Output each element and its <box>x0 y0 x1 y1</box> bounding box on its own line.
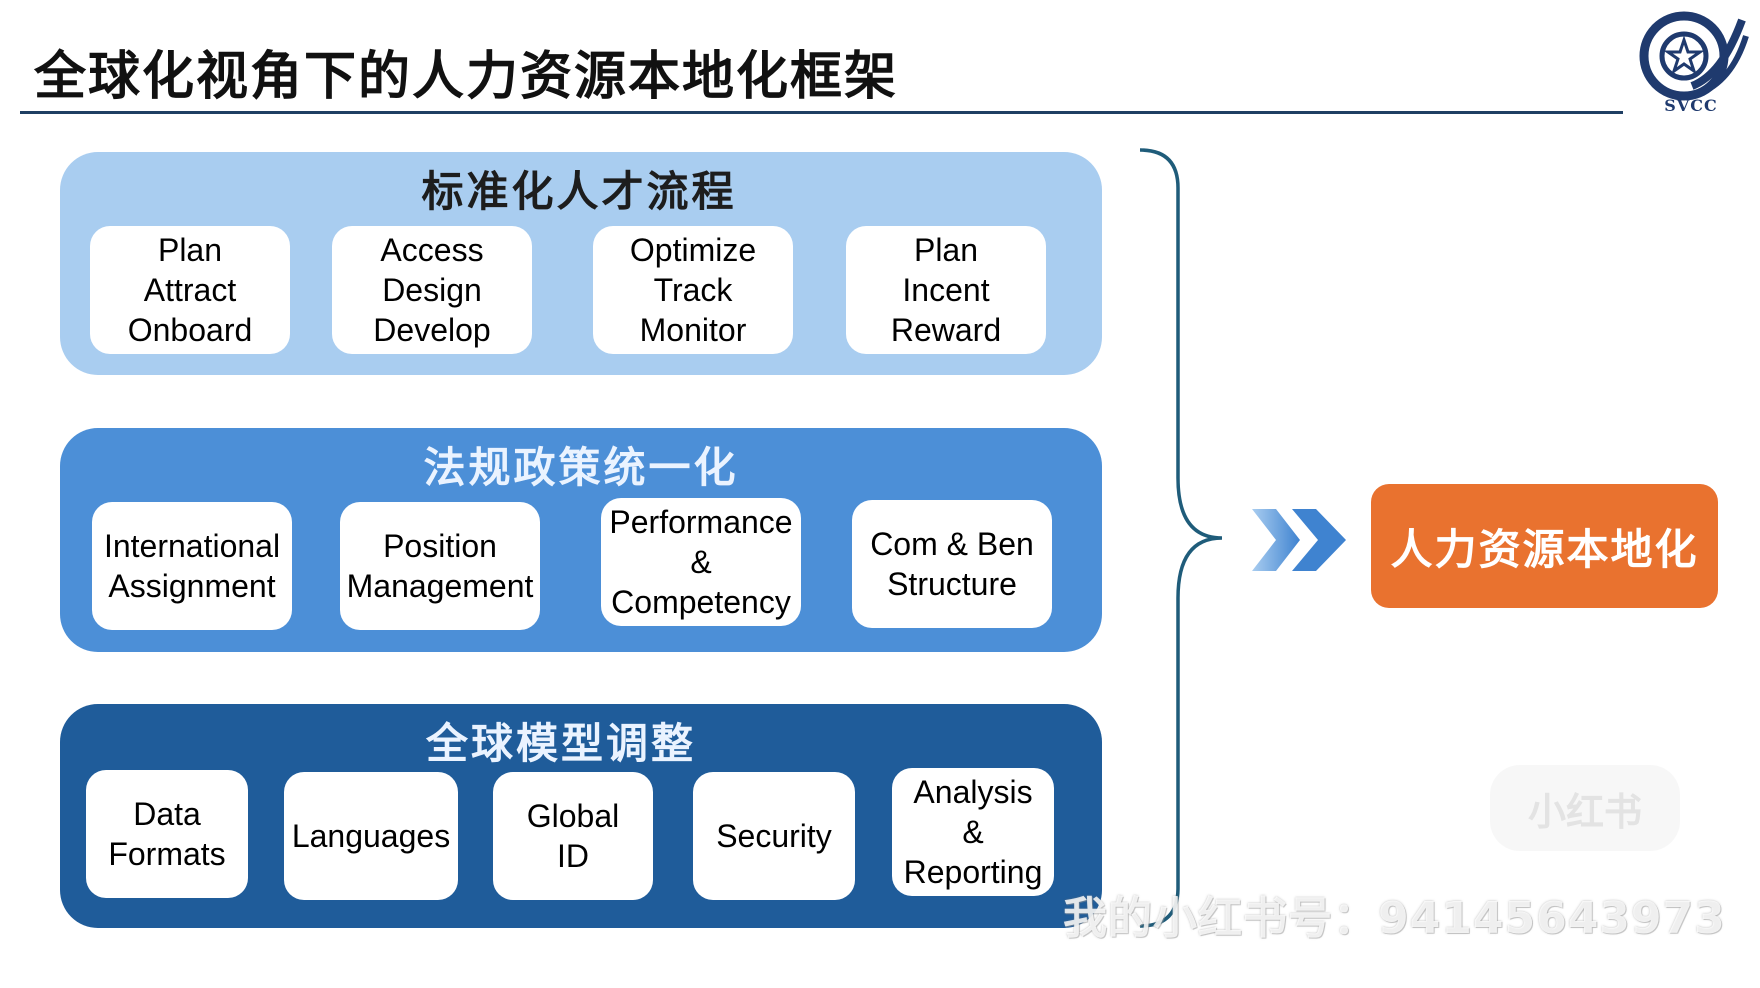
card-line: & <box>962 814 984 850</box>
card-line: Optimize <box>629 232 757 268</box>
card-languages: Languages <box>284 772 458 900</box>
card-line: Security <box>716 818 832 854</box>
section-regulation-policy-unification: 法规政策统一化 International Assignment Positio… <box>60 428 1102 652</box>
card-line: Design <box>382 272 482 308</box>
card-com-ben-structure: Com & Ben Structure <box>852 500 1052 628</box>
card-line: & <box>690 544 712 580</box>
card-line: Data <box>133 796 201 832</box>
card-line: Track <box>653 272 733 308</box>
right-brace-icon <box>1139 148 1223 928</box>
card-line: Reward <box>890 312 1002 348</box>
title-divider <box>20 111 1623 114</box>
card-access-design-develop: Access Design Develop <box>332 226 532 354</box>
card-line: Management <box>346 568 534 604</box>
watermark-text: 我的小红书号：9414564​3973 <box>1063 893 1726 944</box>
card-line: Global <box>526 798 620 834</box>
watermark-badge: 小红书 <box>1490 765 1680 851</box>
section-global-model-adjustment: 全球模型调整 Data Formats Languages Global ID … <box>60 704 1102 928</box>
card-line: Incent <box>902 272 990 308</box>
card-line: Performance <box>609 504 793 540</box>
card-position-management: Position Management <box>340 502 540 630</box>
card-line: Structure <box>887 566 1017 602</box>
card-line: Attract <box>143 272 237 308</box>
card-line: ID <box>557 838 589 874</box>
double-chevron-arrow-icon <box>1252 509 1346 571</box>
card-global-id: Global ID <box>493 772 653 900</box>
card-line: Position <box>383 528 497 564</box>
card-line: Monitor <box>639 312 747 348</box>
card-line: Develop <box>373 312 491 348</box>
card-line: Analysis <box>913 774 1033 810</box>
card-line: Access <box>380 232 484 268</box>
card-international-assignment: International Assignment <box>92 502 292 630</box>
card-security: Security <box>693 772 855 900</box>
card-performance-competency: Performance & Competency <box>601 498 801 626</box>
card-analysis-reporting: Analysis & Reporting <box>892 768 1054 896</box>
section-title: 标准化人才流程 <box>421 167 737 216</box>
card-line: Com & Ben <box>870 526 1034 562</box>
card-line: Reporting <box>903 854 1043 890</box>
card-plan-attract-onboard: Plan Attract Onboard <box>90 226 290 354</box>
section-title: 全球模型调整 <box>425 719 696 768</box>
card-optimize-track-monitor: Optimize Track Monitor <box>593 226 793 354</box>
hr-localization-box: 人力资源本地化 <box>1371 484 1718 608</box>
svcc-logo: SVCC <box>1632 6 1750 116</box>
logo-text: SVCC <box>1664 96 1718 115</box>
card-line: Onboard <box>127 312 253 348</box>
card-line: Plan <box>913 232 979 268</box>
logo-emblem-icon <box>1639 11 1749 101</box>
card-line: Languages <box>291 818 451 854</box>
card-line: Assignment <box>108 568 276 604</box>
page-title: 全球化视角下的人力资源本地化框架 <box>34 46 899 107</box>
card-line: Competency <box>611 584 791 620</box>
card-line: Formats <box>108 836 226 872</box>
card-plan-incent-reward: Plan Incent Reward <box>846 226 1046 354</box>
card-data-formats: Data Formats <box>86 770 248 898</box>
card-line: Plan <box>157 232 223 268</box>
section-standardized-talent-process: 标准化人才流程 Plan Attract Onboard Access Desi… <box>60 152 1102 375</box>
card-line: International <box>103 528 281 564</box>
section-title: 法规政策统一化 <box>423 443 739 492</box>
